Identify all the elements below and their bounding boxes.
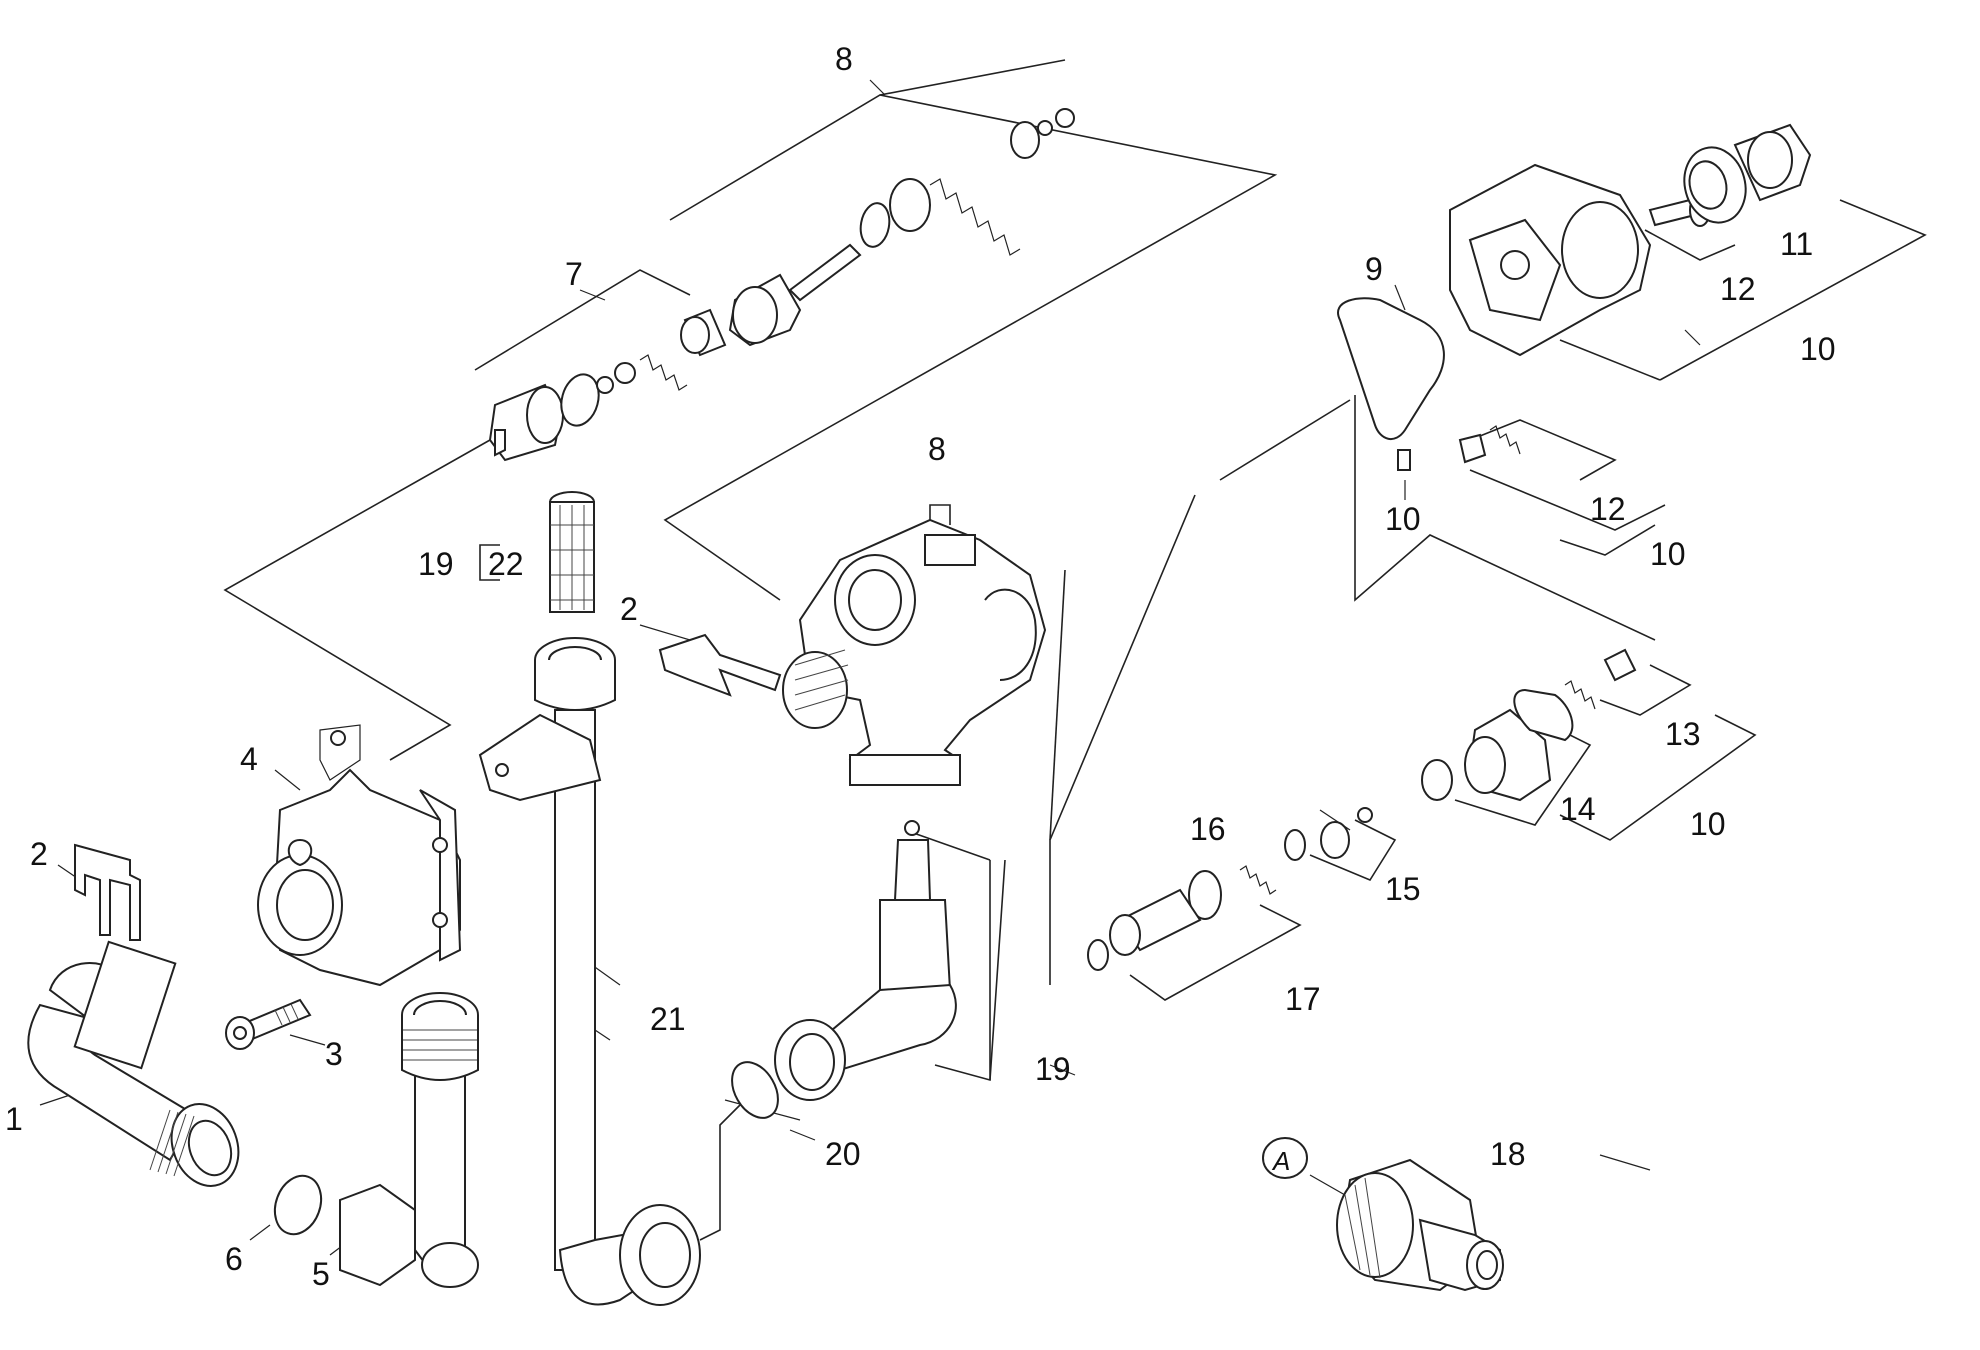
part-11-cap bbox=[1683, 123, 1812, 224]
part-9-gasket bbox=[1337, 297, 1445, 471]
part-15-16-17 bbox=[1087, 807, 1373, 971]
part-19-fitting bbox=[774, 820, 957, 1101]
part-18-coupling bbox=[1336, 1158, 1504, 1292]
part-10-head bbox=[1449, 163, 1711, 357]
part-13-valve bbox=[1564, 648, 1637, 710]
detail-a-marker: A bbox=[1262, 1137, 1308, 1179]
label-19-left: 19 bbox=[418, 546, 454, 582]
parts bbox=[27, 108, 1812, 1306]
label-14: 14 bbox=[1560, 791, 1596, 827]
label-1: 1 bbox=[5, 1101, 23, 1137]
label-5: 5 bbox=[312, 1256, 330, 1292]
label-8-top: 8 bbox=[835, 41, 853, 77]
part-8-pump-block bbox=[782, 518, 1047, 786]
label-10-d: 10 bbox=[1690, 806, 1726, 842]
part-3-screw bbox=[225, 998, 312, 1050]
label-10-b: 10 bbox=[1385, 501, 1421, 537]
label-21: 21 bbox=[650, 1001, 686, 1037]
label-8-mid: 8 bbox=[928, 431, 946, 467]
label-22: 22 bbox=[488, 546, 524, 582]
part-number-labels: 1 2 2 3 4 5 6 7 8 8 9 10 10 10 10 11 12 … bbox=[5, 41, 1836, 1292]
label-17: 17 bbox=[1285, 981, 1321, 1017]
detail-a-label: A bbox=[1271, 1146, 1290, 1176]
part-14-valve bbox=[1421, 688, 1574, 802]
part-7-valve-set bbox=[488, 308, 727, 462]
label-10-a: 10 bbox=[1800, 331, 1836, 367]
label-12-a: 12 bbox=[1720, 271, 1756, 307]
label-19-right: 19 bbox=[1035, 1051, 1071, 1087]
label-2-mid: 2 bbox=[620, 591, 638, 627]
part-1-elbow bbox=[27, 940, 240, 1187]
label-10-c: 10 bbox=[1650, 536, 1686, 572]
label-3: 3 bbox=[325, 1036, 343, 1072]
part-22-filter bbox=[549, 491, 595, 613]
part-6-o-ring bbox=[273, 1174, 323, 1236]
label-15: 15 bbox=[1385, 871, 1421, 907]
part-20-o-ring bbox=[731, 1061, 779, 1119]
label-12-b: 12 bbox=[1590, 491, 1626, 527]
label-11: 11 bbox=[1780, 226, 1813, 262]
label-9: 9 bbox=[1365, 251, 1383, 287]
part-8-valve-parts bbox=[728, 108, 1075, 347]
label-4: 4 bbox=[240, 741, 258, 777]
label-6: 6 bbox=[225, 1241, 243, 1277]
label-7: 7 bbox=[565, 256, 583, 292]
part-2-clip-mid bbox=[658, 633, 782, 697]
part-5-fitting bbox=[339, 992, 479, 1288]
label-2-left: 2 bbox=[30, 836, 48, 872]
part-12-valve bbox=[1458, 425, 1521, 464]
part-2-clip-left bbox=[74, 843, 141, 941]
label-13: 13 bbox=[1665, 716, 1701, 752]
label-16: 16 bbox=[1190, 811, 1226, 847]
part-4-housing bbox=[257, 724, 462, 987]
part-21-pipe bbox=[478, 637, 701, 1306]
label-18: 18 bbox=[1490, 1136, 1526, 1172]
label-20: 20 bbox=[825, 1136, 861, 1172]
